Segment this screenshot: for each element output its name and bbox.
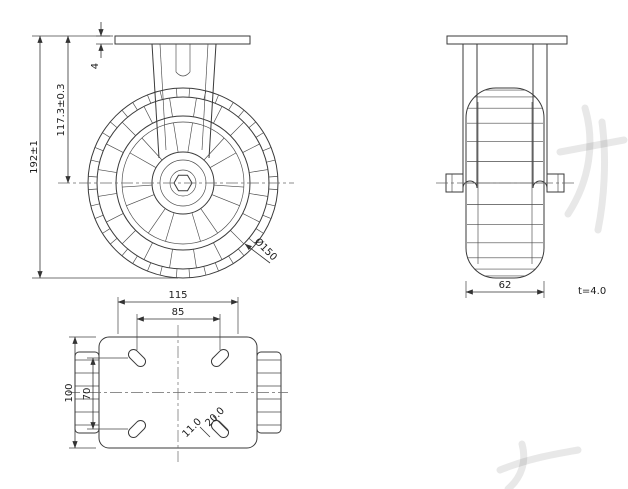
dim-hole-spacing-x-text: 85 [172,307,185,318]
dim-wheel-diameter-text: Ø150 [252,236,280,264]
dim-plate-gauge-text: t=4.0 [578,286,606,297]
top-tread-right [257,359,281,426]
dim-wheel-width: 62 [465,280,545,298]
dim-plate-thickness: 4 [90,22,113,69]
dim-overall-height-text: 192±1 [29,140,40,174]
dim-mount-height: 117.3±0.3 [56,35,71,184]
slot-bottom-right [210,419,230,439]
front-view: 192±1 117.3±0.3 4 Ø150 [29,22,294,279]
dim-plate-thickness-text: 4 [90,63,101,69]
front-spokes [122,122,244,242]
side-fork [462,44,548,189]
dim-plate-width-text: 115 [168,290,187,301]
top-view: 115 85 100 70 11.0 20.0 [64,290,288,462]
slot-top-right [210,348,230,368]
dim-mount-height-text: 117.3±0.3 [56,84,67,137]
side-top-plate [446,35,568,45]
dim-wheel-width-text: 62 [499,280,512,291]
front-fork [151,43,217,159]
front-tread-ticks [88,88,278,278]
dim-plate-depth: 100 [64,336,96,449]
dim-plate-depth-text: 100 [64,383,75,402]
dim-overall-height: 192±1 [29,35,178,279]
front-top-plate [114,35,251,45]
bolt-slots [127,348,230,439]
wheel-hub-circle [151,151,215,215]
dim-hole-spacing-x: 85 [136,307,221,350]
dim-hole-spacing-y-text: 70 [82,388,93,401]
slot-bottom-left [127,419,147,439]
watermark [496,104,628,489]
dim-hole-spacing-y: 70 [82,357,128,430]
side-view: 62 t=4.0 [436,35,606,298]
dim-plate-width: 115 [117,290,239,334]
front-band-lines [98,98,268,268]
